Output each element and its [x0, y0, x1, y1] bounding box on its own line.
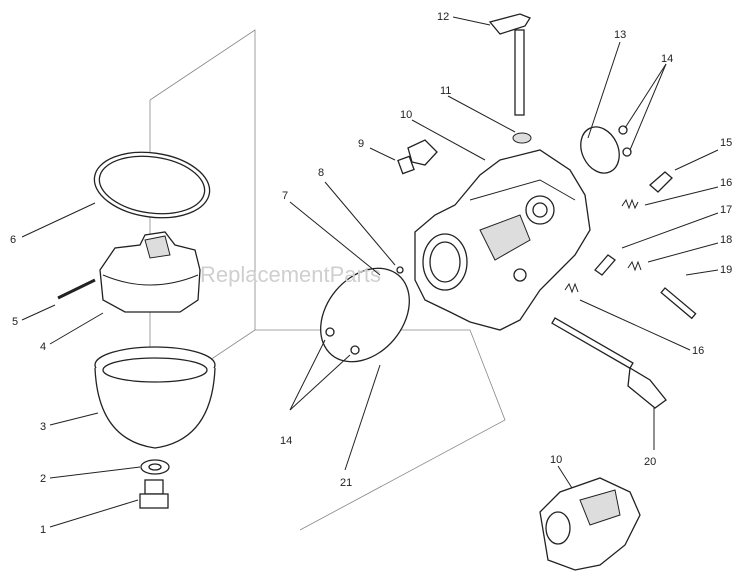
callout-2: 2	[40, 473, 46, 485]
part-8-small-screw	[396, 266, 404, 274]
part-9-elbow-fitting	[397, 139, 438, 175]
callout-10: 10	[400, 109, 412, 121]
part-20-choke-shaft	[551, 317, 667, 409]
part-10-carburetor-body	[414, 149, 591, 331]
callout-14-lower: 14	[280, 435, 292, 447]
part-3-float-bowl	[94, 346, 216, 449]
callout-16-lower: 16	[692, 345, 704, 357]
callout-12: 12	[437, 11, 449, 23]
part-13-throttle-plate	[580, 126, 620, 174]
watermark: ReplacementParts	[200, 262, 381, 287]
part-15-screw	[649, 171, 673, 193]
part-5-pin	[57, 278, 96, 300]
part-18-spring	[627, 260, 642, 272]
callout-8: 8	[318, 167, 324, 179]
callout-11: 11	[440, 85, 451, 97]
leader-lines	[21, 16, 719, 528]
part-1-bolt	[139, 479, 169, 509]
part-16-spring-upper	[621, 198, 639, 210]
callout-6: 6	[10, 234, 16, 246]
callout-20: 20	[644, 456, 656, 468]
callout-13: 13	[614, 29, 626, 41]
part-16-spring-lower	[564, 282, 579, 294]
part-14-screws-upper	[618, 125, 632, 157]
callout-4: 4	[40, 341, 46, 353]
callout-19: 19	[720, 264, 732, 276]
part-19-screw	[660, 287, 697, 320]
callout-16-upper: 16	[720, 177, 732, 189]
part-21-choke-plate	[320, 267, 410, 363]
part-6-ring-gasket	[93, 151, 211, 219]
part-12-shaft	[488, 13, 531, 116]
part-4-float	[99, 231, 201, 313]
part-14-screws-lower	[325, 327, 360, 355]
part-2-washer	[140, 459, 170, 475]
callout-7: 7	[282, 190, 288, 202]
callout-21: 21	[340, 477, 352, 489]
callout-3: 3	[40, 421, 46, 433]
callout-17: 17	[720, 204, 732, 216]
callout-14-upper: 14	[661, 53, 673, 65]
callout-10-inset: 10	[550, 454, 562, 466]
callout-9: 9	[358, 138, 364, 150]
part-11-seal	[512, 132, 532, 144]
part-10-inset-carburetor	[539, 477, 641, 571]
callout-18: 18	[720, 234, 732, 246]
callout-labels: 12 13 14 11 10 9 15 16 8 7 17 18 19 6 5 …	[10, 11, 732, 536]
callout-15: 15	[720, 137, 732, 149]
callout-5: 5	[12, 316, 18, 328]
part-17-needle-screw	[594, 254, 616, 276]
callout-1: 1	[40, 524, 46, 536]
